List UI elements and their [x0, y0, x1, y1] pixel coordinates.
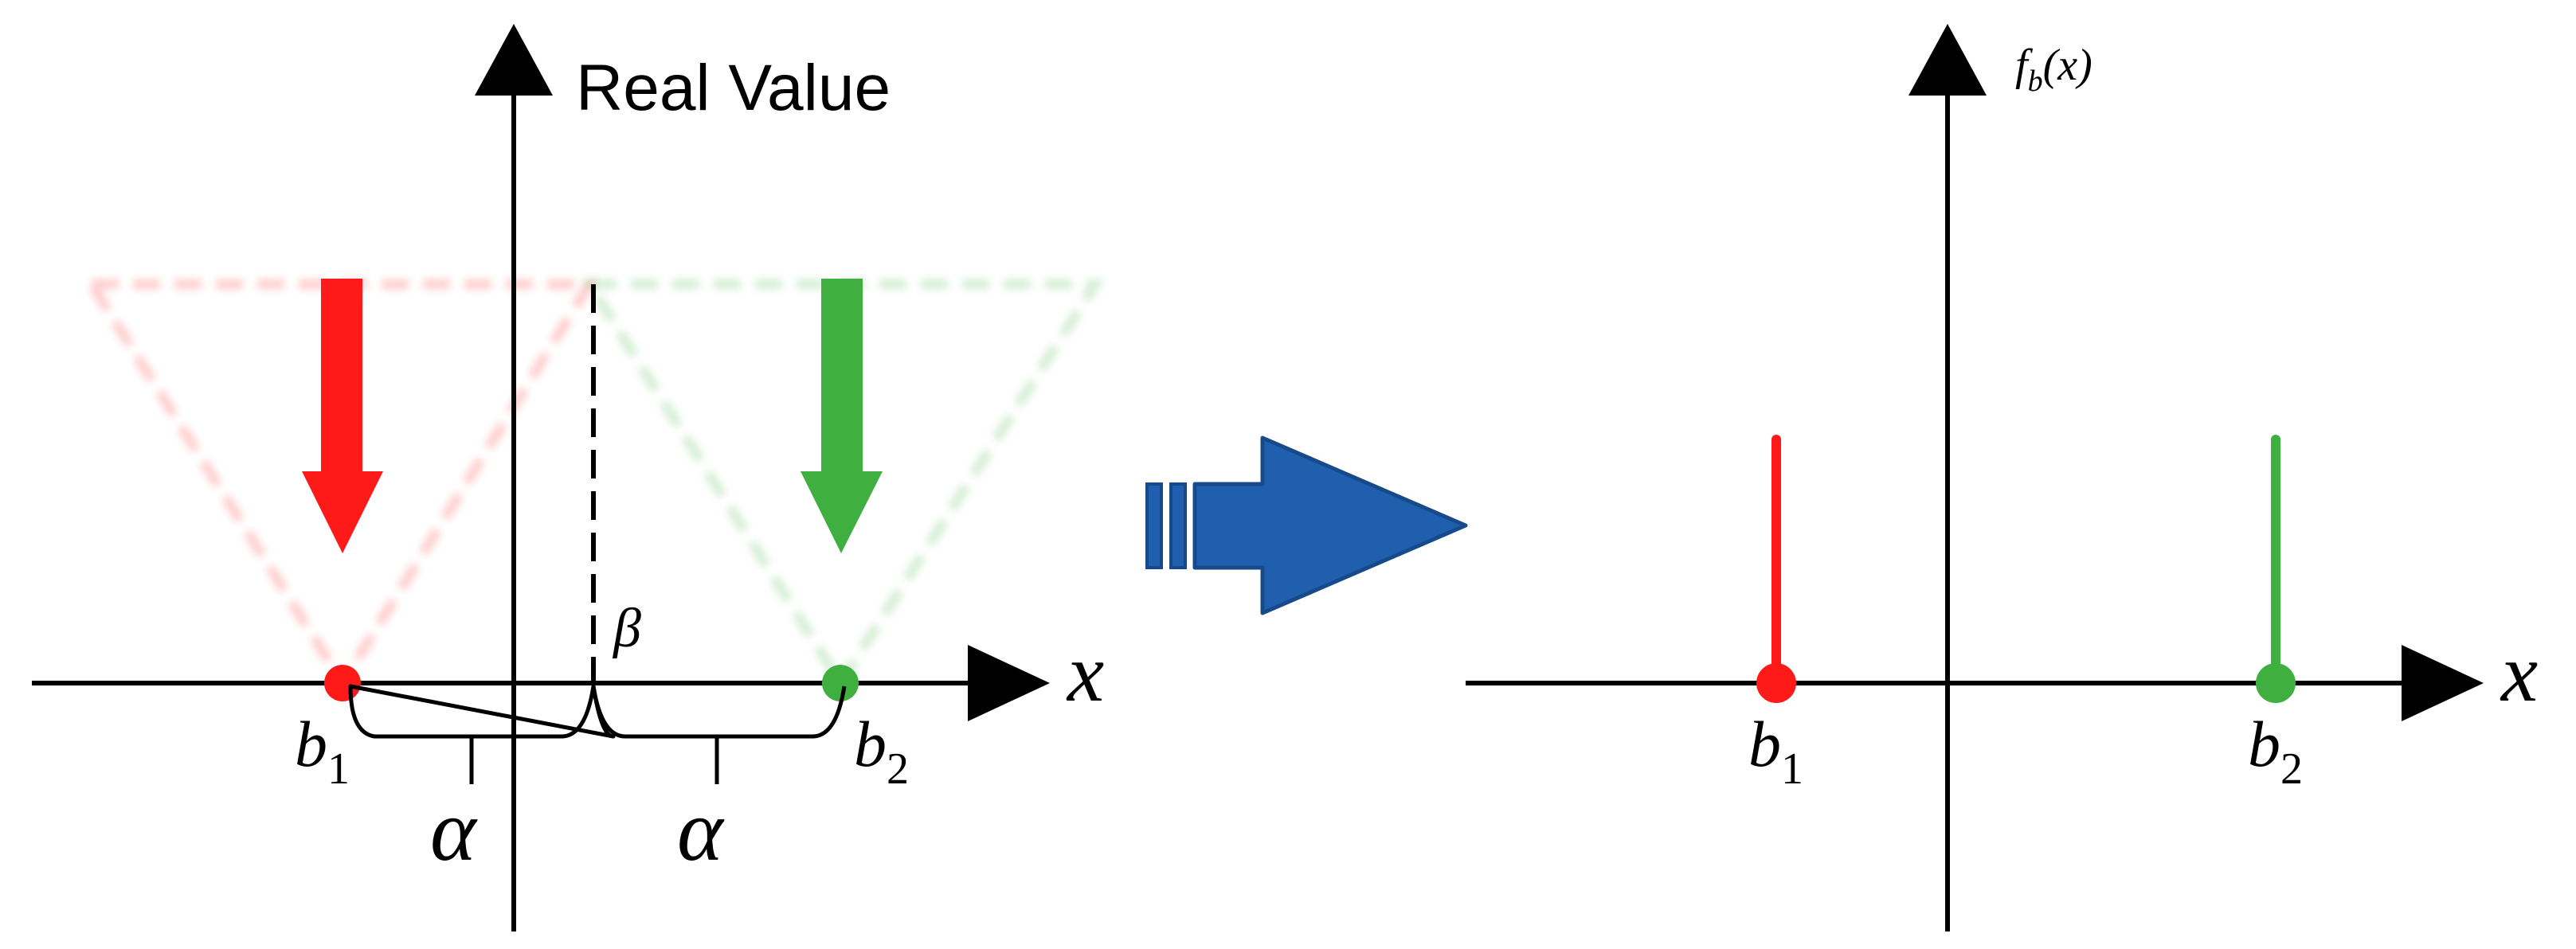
right-x-axis-arrowhead: [2402, 645, 2484, 721]
left-point-b1: [324, 665, 361, 701]
right-b2-label: b2: [2248, 708, 2303, 794]
right-y-axis-arrowhead: [1909, 24, 1987, 96]
beta-label: β: [612, 598, 641, 659]
green-down-arrow: [801, 279, 883, 553]
left-y-axis-arrowhead: [475, 24, 553, 96]
right-b1-label: b1: [1748, 708, 1803, 794]
transform-arrow: [1145, 435, 1468, 615]
right-panel: fb(x) x b1 b2: [1466, 24, 2538, 931]
red-down-arrow: [302, 279, 383, 553]
left-alpha-label: α: [430, 782, 478, 879]
left-x-axis-label: x: [1066, 627, 1104, 719]
left-x-axis-arrowhead: [968, 645, 1050, 721]
right-x-axis-label: x: [2500, 627, 2538, 719]
left-panel: Real Value x β b1 b2 α α: [32, 24, 1104, 931]
left-b2-label: b2: [854, 708, 909, 794]
left-b1-label: b1: [295, 708, 350, 794]
left-y-axis-label: Real Value: [576, 52, 891, 124]
left-point-b2: [822, 665, 859, 701]
right-point-b2: [2256, 663, 2296, 703]
right-alpha-brace: [591, 685, 847, 739]
right-point-b1: [1756, 663, 1796, 703]
right-alpha-label: α: [677, 782, 725, 879]
left-alpha-brace: [348, 684, 616, 739]
right-y-axis-label: fb(x): [2015, 41, 2093, 98]
